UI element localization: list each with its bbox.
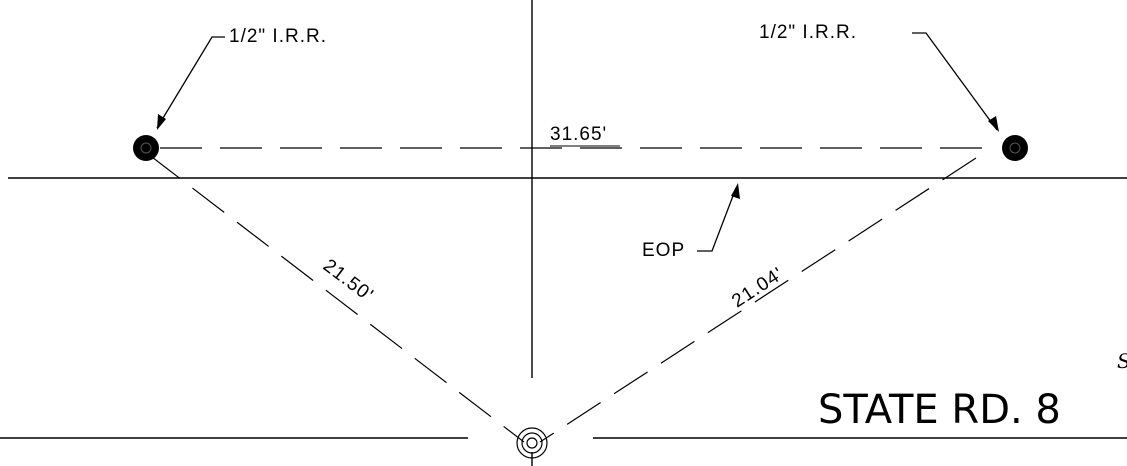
right-leader-arrow xyxy=(912,32,999,132)
top-dimension-label: 31.65' xyxy=(550,124,607,145)
left-diagonal-label: 21.50' xyxy=(319,255,377,306)
left-rebar-icon xyxy=(133,135,159,161)
right-rebar-label: 1/2" I.R.R. xyxy=(759,22,857,43)
eop-label: EOP xyxy=(642,240,685,261)
right-diagonal-label: 21.04' xyxy=(728,263,787,312)
road-partial-letter: S xyxy=(1117,349,1127,373)
eop-leader-arrow xyxy=(697,183,740,252)
road-name-label: STATE RD. 8 xyxy=(818,387,1061,433)
monument-icon xyxy=(516,427,548,459)
right-rebar-icon xyxy=(1002,135,1028,161)
right-diagonal-line xyxy=(539,157,977,443)
left-diagonal-line xyxy=(147,153,525,443)
left-rebar-label: 1/2" I.R.R. xyxy=(229,26,327,47)
left-leader-arrow xyxy=(156,36,225,130)
